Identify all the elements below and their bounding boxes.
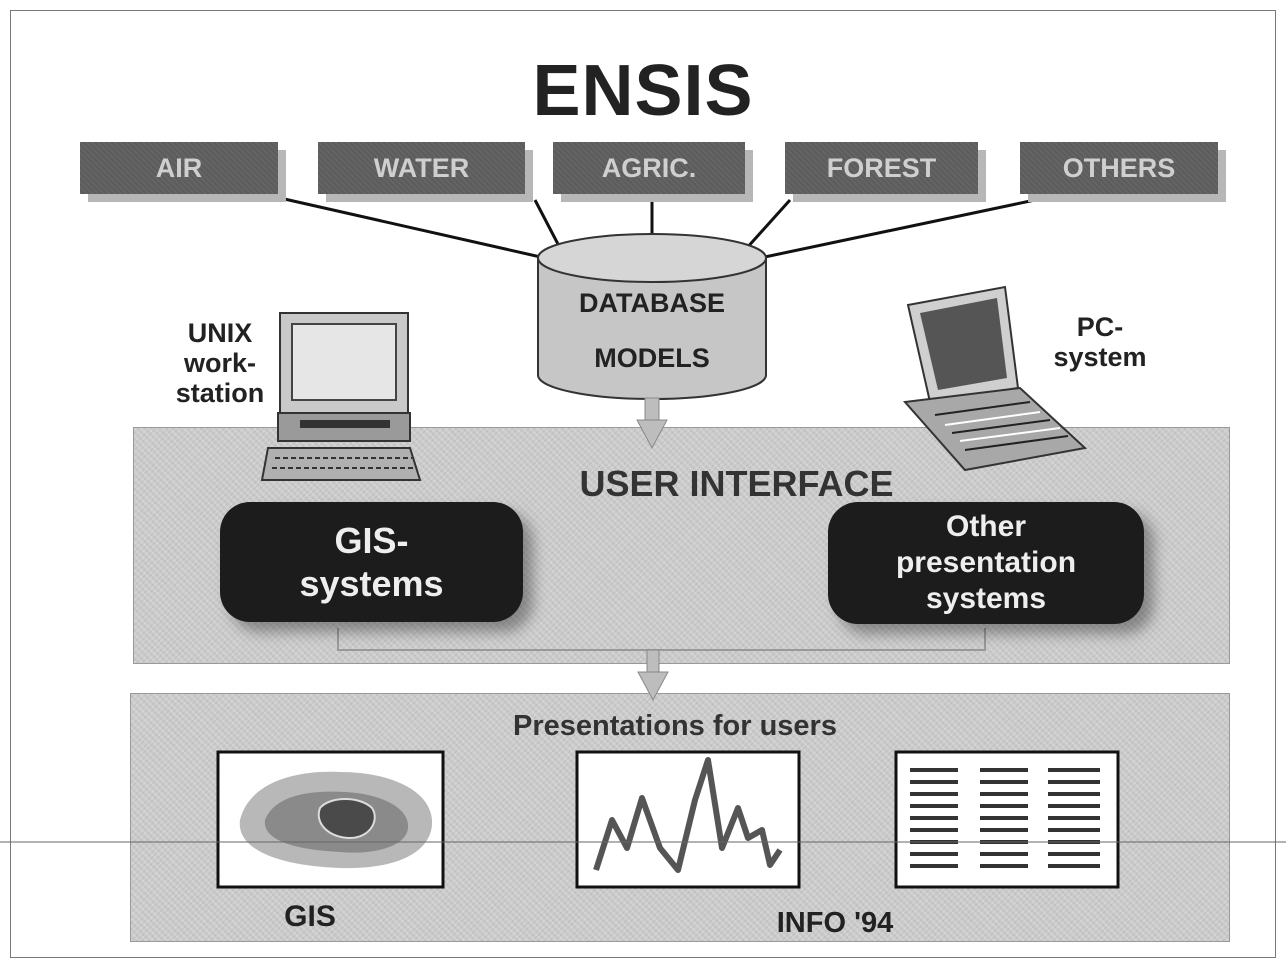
presentations-title: Presentations for users [513,710,837,742]
page-title: ENSIS [532,51,754,131]
footer-info-label: INFO '94 [776,907,894,939]
gis-label: GIS [284,900,336,933]
source-label-air: AIR [155,152,203,183]
database-cylinder-icon [537,233,767,400]
page-frame [10,10,1276,958]
source-label-forest: FOREST [826,152,937,183]
source-box-forest: FOREST [785,142,978,194]
other-presentation-systems-label: Other presentation systems [895,510,1077,615]
table-report-icon [894,750,1120,889]
user-interface-title: USER INTERFACE [579,463,894,504]
source-label-others: OTHERS [1062,152,1176,183]
connector-air [279,196,546,260]
connector-forest [743,198,792,252]
source-box-water: WATER [318,142,525,194]
arrow-down-icon [637,649,669,702]
gis-map-icon [216,750,445,889]
connector-others [759,198,1036,260]
line-chart-icon [575,750,801,889]
source-box-agric: AGRIC. [553,142,745,194]
merge-connector [337,628,986,651]
source-box-others: OTHERS [1020,142,1218,194]
pc-laptop-icon [902,285,1088,472]
arrow-down-icon [636,397,668,450]
gis-systems-box: GIS- systems [220,502,523,622]
other-presentation-systems-box: Other presentation systems [828,502,1144,624]
models-label: MODELS [594,343,710,373]
unix-workstation-icon [260,312,422,481]
gis-systems-label: GIS- systems [299,519,444,604]
source-label-agric: AGRIC. [601,152,697,183]
source-label-water: WATER [373,152,470,183]
pc-system-label: PC- system [1053,312,1147,373]
database-label: DATABASE [579,288,725,318]
connector-water [533,199,562,249]
unix-workstation-label: UNIX work- station [175,318,265,409]
source-box-air: AIR [80,142,278,194]
